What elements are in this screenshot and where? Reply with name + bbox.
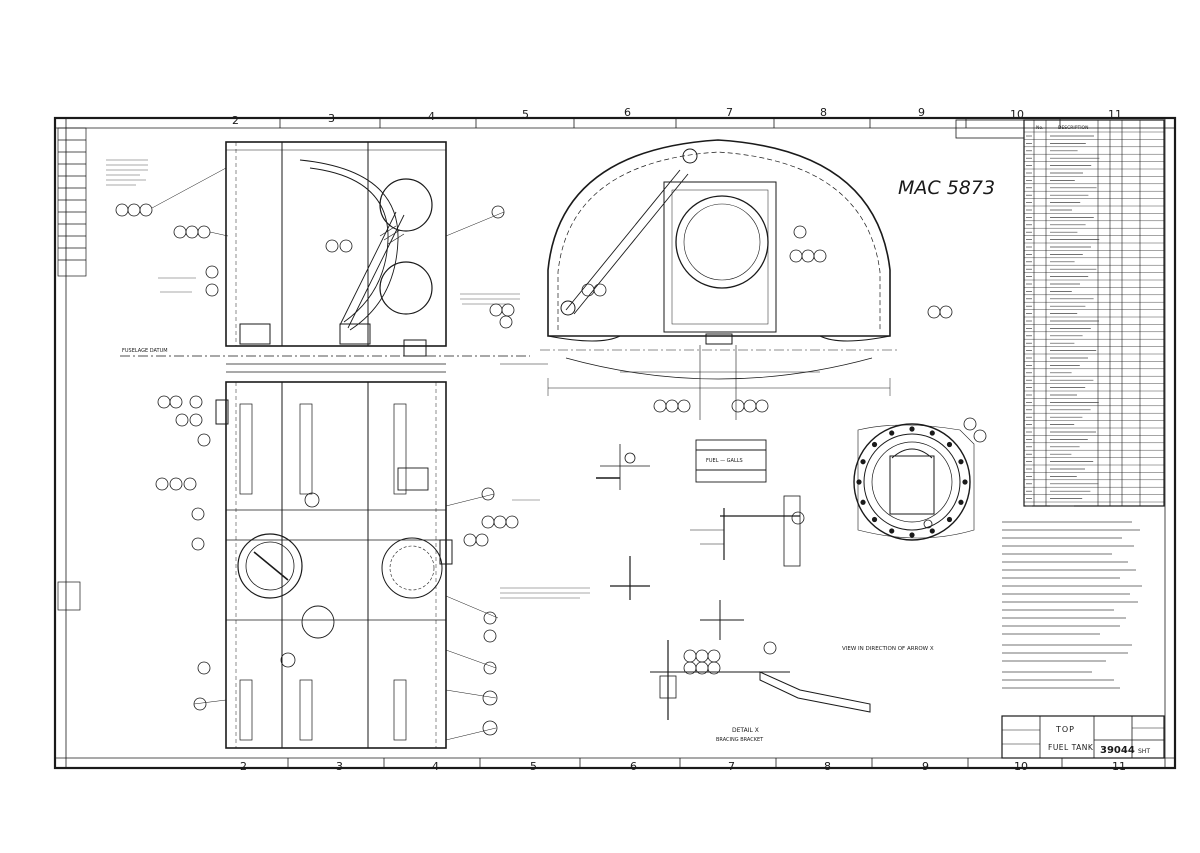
grid-num-bottom: 10 xyxy=(1014,760,1028,773)
bolt-hole xyxy=(909,532,915,538)
filler-cap-detail xyxy=(853,423,975,541)
grid-reference-bottom: 2 3 4 5 6 7 8 9 10 11 xyxy=(240,760,1126,773)
handwritten-reference: MAC 5873 xyxy=(898,177,995,199)
dimension-lines-center xyxy=(500,363,891,396)
bolt-hole xyxy=(946,441,953,448)
grid-num-top: 7 xyxy=(726,106,733,119)
bolt-hole xyxy=(909,426,915,432)
fuel-label-box xyxy=(695,439,767,483)
bolt-hole xyxy=(889,528,895,534)
item-balloons-right xyxy=(923,417,987,529)
grid-num-bottom: 9 xyxy=(922,760,929,773)
bolt-hole xyxy=(929,430,935,436)
grid-num-top: 5 xyxy=(522,108,529,121)
front-view-dome xyxy=(540,139,900,420)
detail-x-label: DETAIL X xyxy=(732,727,759,734)
bolt-hole xyxy=(860,499,866,505)
plan-view-lower xyxy=(215,381,453,749)
parts-list-table xyxy=(955,119,1165,507)
grid-reference-top: 2 3 4 5 6 7 8 9 10 11 xyxy=(232,106,1122,127)
parts-col-desc: DESCRIPTION xyxy=(1058,125,1088,131)
parts-col-no: No. xyxy=(1036,125,1043,131)
parts-list-rows xyxy=(1024,131,1164,503)
bolt-hole xyxy=(871,441,878,448)
grid-num-bottom: 8 xyxy=(824,760,831,773)
title-line-2: FUEL TANK xyxy=(1048,743,1094,752)
item-balloons-detail xyxy=(624,452,805,675)
item-balloons-center xyxy=(489,225,953,413)
border-ticks xyxy=(279,118,1063,768)
parts-list-entries xyxy=(1026,135,1100,507)
bolt-hole xyxy=(889,430,895,436)
bolt-ring xyxy=(856,426,968,538)
bolt-hole xyxy=(958,499,964,505)
fuel-gallons-label: FUEL — GALLS xyxy=(706,458,743,464)
grid-num-top: 3 xyxy=(328,112,335,125)
sheet-border xyxy=(53,116,1177,770)
bolt-hole xyxy=(962,479,968,485)
drawing-number: 39044 xyxy=(1100,745,1135,756)
scattered-notes-left xyxy=(106,159,590,599)
grid-num-top: 10 xyxy=(1010,108,1024,121)
grid-num-top: 6 xyxy=(624,106,631,119)
grid-num-bottom: 2 xyxy=(240,760,247,773)
grid-num-bottom: 7 xyxy=(728,760,735,773)
item-balloons-left xyxy=(115,203,519,736)
section-x-label: VIEW IN DIRECTION OF ARROW X xyxy=(842,646,934,652)
bolt-hole xyxy=(860,459,866,465)
revision-strip xyxy=(57,127,87,611)
bolt-hole xyxy=(946,516,953,523)
bracing-bracket-label: BRACING BRACKET xyxy=(716,737,764,743)
grid-num-top: 8 xyxy=(820,106,827,119)
sheet-label: SHT xyxy=(1138,748,1150,755)
bolt-hole xyxy=(929,528,935,534)
fuselage-datum-label: FUSELAGE DATUM xyxy=(122,348,168,354)
grid-num-bottom: 6 xyxy=(630,760,637,773)
title-block xyxy=(1001,715,1165,759)
grid-num-bottom: 11 xyxy=(1112,760,1126,773)
general-notes xyxy=(1002,521,1142,689)
bolt-hole xyxy=(958,459,964,465)
grid-num-top: 2 xyxy=(232,114,239,127)
grid-num-top: 9 xyxy=(918,106,925,119)
fuselage-datum-line xyxy=(120,355,530,373)
grid-num-bottom: 4 xyxy=(432,760,439,773)
detail-sections xyxy=(596,444,871,720)
grid-num-bottom: 5 xyxy=(530,760,537,773)
grid-num-bottom: 3 xyxy=(336,760,343,773)
side-elevation-upper xyxy=(225,141,447,357)
leader-lines-left xyxy=(151,167,505,741)
grid-num-top: 11 xyxy=(1108,108,1122,121)
bolt-hole xyxy=(856,479,862,485)
bolt-hole xyxy=(871,516,878,523)
grid-num-top: 4 xyxy=(428,110,435,123)
title-line-1: TOP xyxy=(1055,725,1075,734)
